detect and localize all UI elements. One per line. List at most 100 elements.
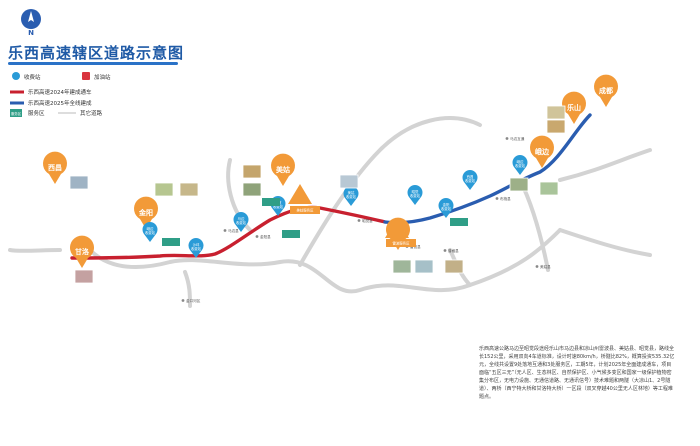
city-label: 峨边 (535, 147, 550, 156)
map-title: 乐西高速辖区道路示意图 (8, 44, 185, 62)
photo-thumbnail (242, 164, 262, 179)
legend-gas: 加油站 (94, 73, 111, 81)
toll-pin-label: 收费站 (346, 194, 357, 199)
toll-pin-label: 收费站 (515, 163, 526, 168)
warning-icon (385, 218, 409, 238)
title-underline (8, 62, 178, 65)
toll-pin-icon (188, 238, 204, 258)
toll-pin-label: 西昌 (467, 175, 474, 179)
place-label: 金阳县 (260, 234, 271, 239)
city-marker (562, 91, 586, 124)
city-marker (530, 135, 554, 168)
service-area-label-box (386, 239, 416, 247)
photo-thumbnail (179, 182, 199, 197)
north-label: N (28, 29, 34, 36)
place-label: 布拖县 (500, 196, 511, 201)
legend-other: 其它道路 (80, 109, 103, 117)
place-label: 昭觉县 (362, 218, 373, 223)
service-icon (10, 109, 22, 117)
place-dot (495, 197, 499, 200)
toll-pin-icon (233, 212, 249, 232)
toll-pin-icon (438, 198, 454, 218)
toll-pin-label: 收费站 (191, 246, 202, 251)
toll-pins: 峨边收费站沙坪收费站马边收费站雷波收费站美姑收费站昭觉收费站金阳收费站西昌收费站… (142, 155, 528, 258)
photo-thumbnail (546, 105, 566, 120)
photo-thumbnail (539, 181, 559, 196)
route-red (70, 205, 387, 260)
photo-thumbnails (69, 105, 566, 284)
photo-thumbnail (69, 175, 89, 190)
legend: 收费站 加油站 乐西高速2024年建成通车 乐西高速2025年全线建成 服务区 … (10, 72, 111, 117)
photo-thumbnail (546, 119, 566, 134)
place-dot (255, 235, 259, 238)
toll-icon (12, 72, 20, 80)
toll-pin-icon (462, 170, 478, 190)
service-area-label: 雷波服务区 (393, 241, 411, 246)
other-roads (8, 116, 652, 308)
service-area-label: 美姑服务区 (297, 208, 315, 213)
toll-pin-label: 昭觉 (412, 189, 419, 194)
place-dot (535, 265, 539, 268)
service-badge (282, 230, 300, 238)
toll-pin-label: 马边 (238, 216, 245, 221)
city-label: 甘洛 (75, 247, 90, 256)
toll-pin-label: 峨边 (147, 226, 154, 231)
toll-pin-label: 收费站 (410, 193, 421, 198)
toll-pin-label: 收费站 (236, 220, 247, 225)
place-dot (505, 137, 509, 140)
photo-thumbnail (74, 269, 94, 284)
toll-pin-icon (512, 155, 528, 175)
photo-thumbnail (392, 259, 412, 274)
photo-thumbnail (242, 182, 262, 197)
city-label: 金阳 (138, 208, 153, 217)
service-area-label-box (290, 206, 320, 214)
photo-thumbnail (339, 174, 359, 189)
toll-pin-label: 美姑 (348, 190, 355, 195)
city-marker (70, 235, 94, 268)
city-label: 乐山 (567, 103, 581, 112)
service-badge (262, 198, 280, 206)
place-dot (223, 229, 227, 232)
place-label: 马边县 (228, 228, 239, 233)
city-marker (271, 153, 295, 186)
service-badge (450, 218, 468, 226)
photo-thumbnail (444, 259, 464, 274)
gas-icon (82, 72, 90, 80)
toll-pin-label: 收费站 (145, 230, 156, 235)
warning-icon (288, 184, 312, 204)
city-label: 美姑 (276, 165, 290, 174)
place-label: 马边互通 (510, 136, 525, 141)
toll-pin-label: 收费站 (273, 204, 284, 209)
north-arrow: N (20, 8, 42, 40)
place-label: 普格县 (448, 248, 459, 253)
service-badge (162, 238, 180, 246)
service-area-markers: 美姑服务区 雷波服务区 (288, 184, 416, 247)
legend-toll: 收费站 (24, 73, 41, 81)
city-marker (134, 196, 158, 229)
toll-pin-label: 沙坪 (193, 242, 200, 247)
legend-blue: 乐西高速2025年全线建成 (28, 99, 92, 107)
toll-pin-icon (407, 185, 423, 205)
city-marker (43, 151, 67, 184)
toll-pin-label: 收费站 (465, 178, 476, 183)
photo-thumbnail (509, 177, 529, 192)
legend-service: 服务区 (28, 109, 45, 117)
legend-red: 乐西高速2024年建成通车 (28, 88, 92, 96)
city-marker (594, 74, 618, 107)
legend-service-badge: 服务区 (11, 111, 22, 116)
place-dot (357, 219, 361, 222)
place-dot (443, 249, 447, 252)
route-blue (383, 113, 592, 225)
toll-pin-label: 峨边 (517, 159, 524, 164)
toll-pin-icon (142, 222, 158, 242)
photo-thumbnail (414, 259, 434, 274)
place-dot (181, 299, 185, 302)
city-markers: 西昌甘洛金阳美姑雷波峨边乐山成都 (43, 74, 618, 268)
place-label: 美姑县 (540, 264, 551, 269)
toll-pin-icon (343, 186, 359, 206)
toll-pin-label: 收费站 (441, 206, 452, 211)
photo-thumbnail (154, 182, 174, 197)
city-label: 成都 (599, 86, 613, 95)
